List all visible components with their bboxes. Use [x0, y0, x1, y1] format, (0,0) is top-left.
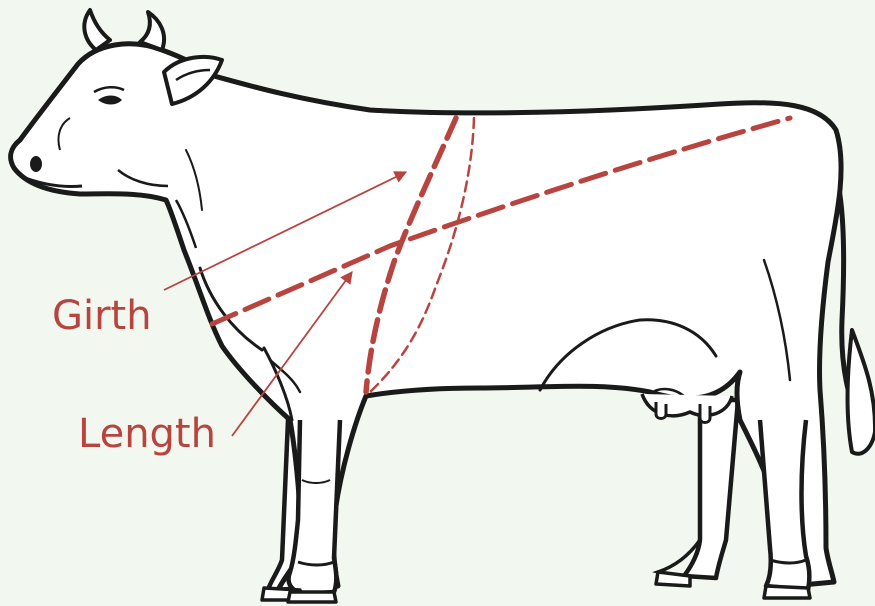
girth-label: Girth [52, 296, 152, 336]
length-label: Length [78, 414, 216, 454]
cow-hooves [262, 572, 810, 602]
